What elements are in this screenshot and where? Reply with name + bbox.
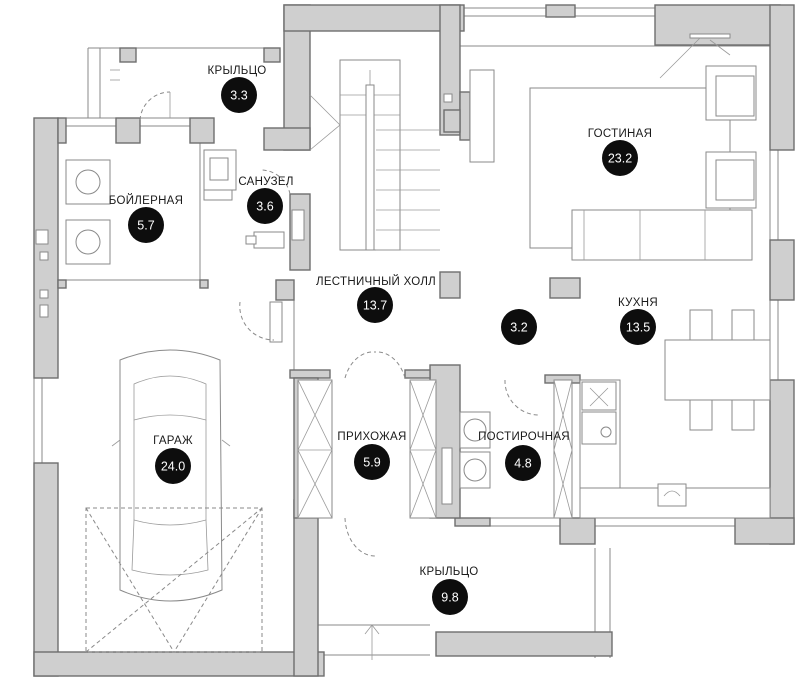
area-badge xyxy=(432,579,468,615)
area-value: 24.0 xyxy=(161,460,185,474)
area-badge xyxy=(247,188,283,224)
laundry-fixtures xyxy=(441,379,573,519)
room-laundry: ПОСТИРОЧНАЯ 4.8 xyxy=(478,431,570,481)
room-name: КУХНЯ xyxy=(618,297,658,309)
room-stair-hall: ЛЕСТНИЧНЫЙ ХОЛЛ 13.7 xyxy=(316,275,436,323)
area-value: 5.7 xyxy=(137,219,154,233)
porch-bottom-details xyxy=(364,624,380,660)
porch-top-details xyxy=(110,69,171,121)
area-badge xyxy=(357,287,393,323)
room-name: ПРИХОЖАЯ xyxy=(337,431,406,443)
kitchen-furniture xyxy=(579,309,771,519)
room-name: ГОСТИНАЯ xyxy=(588,128,652,140)
staircase xyxy=(309,59,440,251)
room-name: ЛЕСТНИЧНЫЙ ХОЛЛ xyxy=(316,275,436,288)
area-value: 3.6 xyxy=(256,200,273,214)
room-name: БОЙЛЕРНАЯ xyxy=(109,194,184,207)
room-living: ГОСТИНАЯ 23.2 xyxy=(588,128,652,176)
boiler-equipment xyxy=(35,159,111,318)
area-badge xyxy=(602,140,638,176)
room-name: САНУЗЕЛ xyxy=(238,176,293,188)
area-badge xyxy=(221,77,257,113)
area-value: 9.8 xyxy=(441,591,458,605)
room-bathroom: САНУЗЕЛ 3.6 xyxy=(238,176,293,224)
area-value: 13.7 xyxy=(363,299,387,313)
room-garage: ГАРАЖ 24.0 xyxy=(153,435,193,484)
room-name: ПОСТИРОЧНАЯ xyxy=(478,431,570,443)
area-value: 3.2 xyxy=(510,321,527,335)
room-porch-top: КРЫЛЬЦО 3.3 xyxy=(208,65,267,113)
area-value: 3.3 xyxy=(230,89,247,103)
room-corridor: 3.2 xyxy=(501,309,537,345)
area-badge xyxy=(155,448,191,484)
area-badge xyxy=(501,309,537,345)
room-porch-bottom: КРЫЛЬЦО 9.8 xyxy=(420,566,479,615)
area-badge xyxy=(505,445,541,481)
area-badge xyxy=(620,309,656,345)
area-badge xyxy=(354,444,390,480)
garage-car xyxy=(85,349,263,653)
small-details xyxy=(239,93,453,343)
room-name: ГАРАЖ xyxy=(153,435,193,447)
room-hallway: ПРИХОЖАЯ 5.9 xyxy=(337,431,406,480)
room-boiler: БОЙЛЕРНАЯ 5.7 xyxy=(109,194,184,243)
area-value: 4.8 xyxy=(514,457,531,471)
area-badge xyxy=(128,207,164,243)
room-kitchen: КУХНЯ 13.5 xyxy=(618,297,658,345)
room-name: КРЫЛЬЦО xyxy=(208,65,267,77)
bathroom-fixtures xyxy=(203,149,305,249)
area-value: 5.9 xyxy=(363,456,380,470)
area-value: 23.2 xyxy=(608,152,632,166)
room-name: КРЫЛЬЦО xyxy=(420,566,479,578)
hallway-wardrobes xyxy=(297,351,437,557)
area-value: 13.5 xyxy=(626,321,650,335)
